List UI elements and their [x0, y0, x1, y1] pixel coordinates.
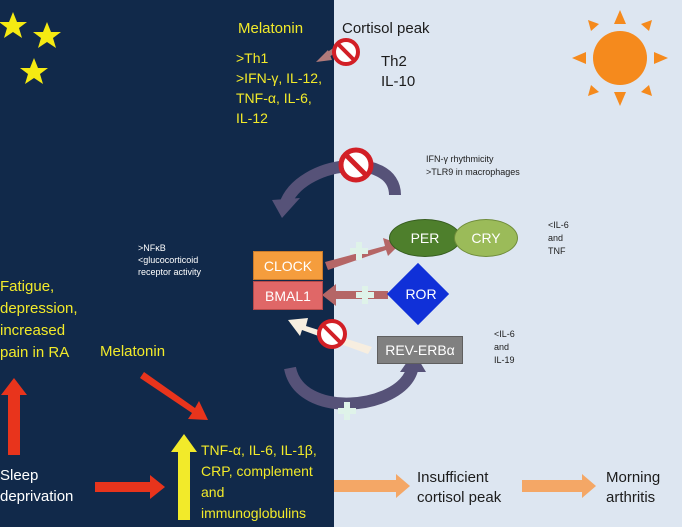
nfkb-line: <glucocorticoid [138, 255, 199, 265]
sleep-to-fatigue-arrow [1, 378, 27, 455]
insufficient-cortisol-label: Insufficient cortisol peak [417, 468, 501, 508]
il6-il19-line: IL-19 [494, 355, 515, 365]
il6-tnf-line: <IL-6 [548, 220, 569, 230]
star-icon [20, 58, 48, 84]
nfkb-label: >NFκB <glucocorticoid receptor activity [138, 242, 201, 278]
ifn-rhythmicity-label: IFN-γ rhythmicity >TLR9 in macrophages [426, 153, 520, 179]
sleep-to-cytokines-arrow [95, 475, 165, 499]
melatonin-top-label: Melatonin [238, 20, 304, 37]
crescent-moon-icon [23, 40, 119, 125]
cry-ellipse: CRY [454, 219, 518, 257]
bmal1-box: BMAL1 [253, 281, 323, 310]
prohibition-icon [332, 38, 360, 66]
sleep-line: Sleep [0, 467, 39, 484]
th1-line: >Th1 [236, 50, 269, 66]
clock-box: CLOCK [253, 251, 323, 280]
il6-tnf-label: <IL-6 and TNF [548, 219, 569, 258]
star-icon [33, 22, 61, 48]
fatigue-label: Fatigue, depression, increased pain in R… [0, 276, 78, 364]
il6-il19-line: <IL-6 [494, 329, 515, 339]
il6-il19-label: <IL-6 and IL-19 [494, 328, 515, 367]
morning-line: arthritis [606, 489, 656, 506]
plus-icon [356, 286, 374, 304]
morning-line: Morning [606, 469, 661, 486]
sun-icon [572, 10, 668, 106]
fatigue-line: Fatigue, [0, 278, 55, 295]
ifn-line: IFN-γ rhythmicity [426, 154, 494, 164]
cytokines-line: and [201, 484, 225, 500]
feedback-curve-top [272, 159, 401, 218]
morning-arthritis-label: Morning arthritis [606, 468, 660, 508]
rev-erb-box: REV-ERBα [377, 336, 463, 364]
il6-tnf-line: TNF [548, 246, 566, 256]
th2-line: Th2 [381, 53, 407, 70]
fatigue-line: increased [0, 322, 66, 339]
th1-line: TNF-α, IL-6, [236, 90, 312, 106]
star-icon [0, 12, 27, 38]
ror-to-bmal1-arrow [322, 284, 388, 306]
cytokines-line: immunoglobulins [201, 505, 307, 521]
th1-cytokines-label: >Th1 >IFN-γ, IL-12, TNF-α, IL-6, IL-12 [236, 48, 322, 128]
plus-icon [350, 242, 368, 260]
cytokines-to-cortisol-arrow [334, 474, 410, 498]
ifn-line: >TLR9 in macrophages [426, 167, 520, 177]
cytokines-label: TNF-α, IL-6, IL-1β, CRP, complement and … [201, 440, 317, 524]
fatigue-line: pain in RA [0, 344, 70, 361]
th2-line: IL-10 [381, 73, 416, 90]
melatonin-arrow [140, 372, 208, 420]
melatonin-mid-label: Melatonin [100, 343, 166, 360]
il6-tnf-line: and [548, 233, 564, 243]
fatigue-line: depression, [0, 300, 78, 317]
cortisol-peak-label: Cortisol peak [342, 20, 430, 37]
th2-label: Th2 IL-10 [381, 52, 415, 92]
th1-line: IL-12 [236, 110, 268, 126]
nfkb-line: receptor activity [138, 267, 202, 277]
cytokines-line: TNF-α, IL-6, IL-1β, [201, 442, 317, 458]
prohibition-icon [317, 319, 347, 349]
sleep-line: deprivation [0, 488, 74, 505]
insufficient-line: cortisol peak [417, 489, 502, 506]
per-ellipse: PER [389, 219, 461, 257]
ror-label: ROR [405, 286, 437, 302]
sleep-deprivation-label: Sleep deprivation [0, 465, 73, 507]
plus-icon [338, 402, 356, 420]
il6-il19-line: and [494, 342, 510, 352]
increase-arrow [171, 434, 197, 520]
insufficient-line: Insufficient [417, 469, 489, 486]
prohibition-icon [338, 147, 374, 183]
cytokines-line: CRP, complement [201, 463, 313, 479]
day-panel [334, 0, 682, 527]
th1-line: >IFN-γ, IL-12, [236, 70, 322, 86]
cortisol-to-arthritis-arrow [522, 474, 596, 498]
nfkb-line: >NFκB [138, 243, 166, 253]
